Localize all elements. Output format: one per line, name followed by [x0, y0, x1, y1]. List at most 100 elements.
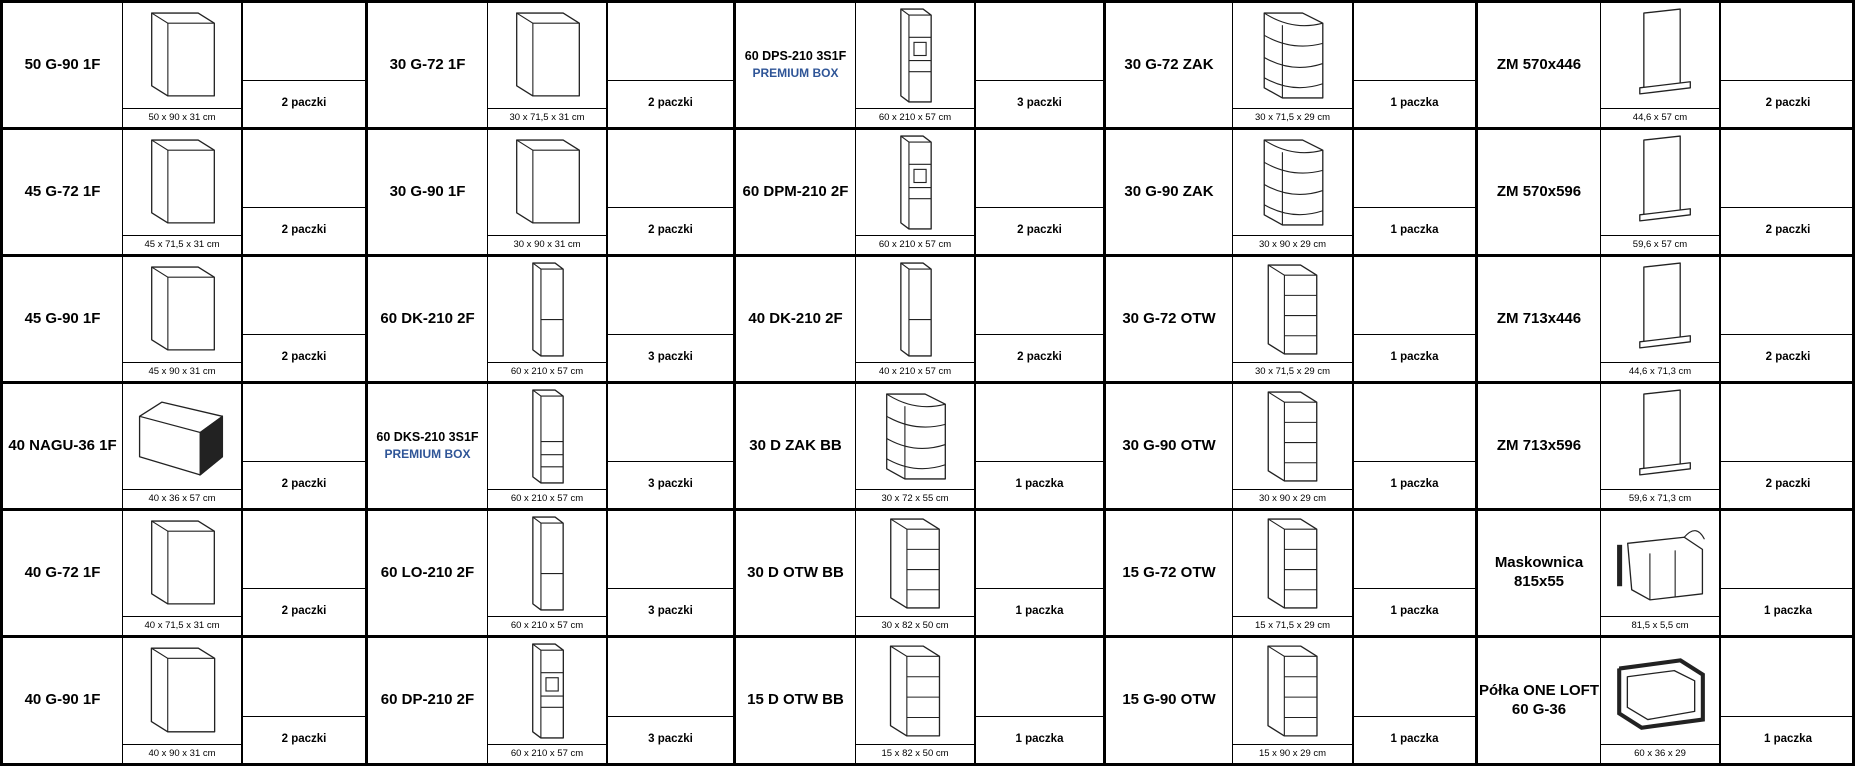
product-image-cell: 30 x 71,5 x 31 cm — [487, 3, 607, 127]
product-image-cell: 60 x 210 x 57 cm — [487, 384, 607, 508]
row-divider — [0, 127, 1855, 130]
package-count-cell: 2 paczki — [1720, 3, 1855, 127]
product-dimensions: 60 x 210 x 57 cm — [488, 489, 606, 508]
package-count-cell: 1 paczka — [1353, 130, 1475, 254]
row-divider — [0, 381, 1855, 384]
package-count: 2 paczki — [281, 605, 327, 617]
product-image-cell: 15 x 82 x 50 cm — [855, 638, 975, 763]
open-shelf-icon — [856, 513, 976, 614]
product-name-cell: 30 G-72 OTW — [1106, 257, 1232, 381]
package-count: 2 paczki — [1017, 351, 1062, 363]
package-divider — [1721, 80, 1855, 81]
row-divider — [0, 508, 1855, 511]
product-dimensions: 40 x 90 x 31 cm — [123, 744, 241, 763]
package-divider — [1354, 334, 1475, 335]
package-count-cell: 2 paczki — [975, 130, 1103, 254]
package-count-cell: 2 paczki — [242, 638, 365, 763]
product-name: 15 G-90 OTW — [1122, 691, 1216, 709]
product-name: Półka ONE LOFT — [1478, 681, 1599, 699]
product-dimensions: 40 x 210 x 57 cm — [856, 362, 974, 381]
product-dimensions: 15 x 82 x 50 cm — [856, 744, 974, 763]
product-dimensions: 30 x 82 x 50 cm — [856, 616, 974, 635]
product-image-cell: 45 x 71,5 x 31 cm — [122, 130, 242, 254]
open-shelf-icon — [1233, 386, 1354, 487]
wall-cabinet-icon — [123, 5, 243, 106]
product-name-cell: 45 G-72 1F — [3, 130, 122, 254]
dishwasher-panel-icon — [1601, 386, 1721, 487]
package-count-cell: 2 paczki — [242, 3, 365, 127]
group-divider — [1475, 0, 1478, 766]
product-name: Maskownica — [1494, 554, 1584, 572]
product-dimensions: 45 x 90 x 31 cm — [123, 362, 241, 381]
premium-box-label: PREMIUM BOX — [752, 65, 839, 80]
package-count-cell: 3 paczki — [607, 511, 733, 635]
product-image-cell: 30 x 90 x 29 cm — [1232, 130, 1353, 254]
package-count: 3 paczki — [648, 478, 693, 490]
product-name: 45 G-72 1F — [24, 182, 101, 200]
product-image-cell: 44,6 x 71,3 cm — [1600, 257, 1720, 381]
product-image-cell: 60 x 210 x 57 cm — [487, 511, 607, 635]
cover-strip-icon — [1601, 513, 1721, 614]
product-image-cell: 30 x 71,5 x 29 cm — [1232, 3, 1353, 127]
package-count: 2 paczki — [1765, 97, 1811, 109]
package-count: 2 paczki — [1765, 224, 1811, 236]
product-dimensions: 30 x 90 x 29 cm — [1233, 489, 1352, 508]
package-count: 2 paczki — [281, 733, 327, 745]
product-name-cell: 60 DPM-210 2F — [736, 130, 855, 254]
package-count-cell: 3 paczki — [607, 638, 733, 763]
wall-cabinet-icon — [488, 132, 608, 233]
product-dimensions: 15 x 90 x 29 cm — [1233, 744, 1352, 763]
package-count-cell: 1 paczka — [1353, 638, 1475, 763]
product-image-cell: 40 x 71,5 x 31 cm — [122, 511, 242, 635]
product-image-cell: 60 x 210 x 57 cm — [487, 257, 607, 381]
package-count-cell: 1 paczka — [1720, 511, 1855, 635]
row-divider — [0, 763, 1855, 766]
premium-box-label: PREMIUM BOX — [384, 446, 471, 461]
product-name: 30 G-90 OTW — [1122, 436, 1216, 454]
product-image-cell: 44,6 x 57 cm — [1600, 3, 1720, 127]
product-name: 30 G-72 1F — [389, 55, 466, 73]
product-dimensions: 30 x 71,5 x 29 cm — [1233, 362, 1352, 381]
product-name-cell: 40 G-90 1F — [3, 638, 122, 763]
open-shelf-icon — [1233, 513, 1354, 614]
product-image-cell: 40 x 210 x 57 cm — [855, 257, 975, 381]
package-count-cell: 2 paczki — [242, 384, 365, 508]
corner-shelf-icon — [1233, 5, 1354, 106]
package-divider — [243, 334, 365, 335]
package-count: 1 paczka — [1390, 97, 1439, 109]
package-count-cell: 2 paczki — [1720, 130, 1855, 254]
product-dimensions: 59,6 x 71,3 cm — [1601, 489, 1719, 508]
group-divider — [0, 0, 3, 766]
product-dimensions: 30 x 71,5 x 29 cm — [1233, 108, 1352, 127]
row-divider — [0, 635, 1855, 638]
package-count-cell: 3 paczki — [975, 3, 1103, 127]
wall-cabinet-icon — [123, 132, 243, 233]
package-divider — [243, 207, 365, 208]
package-count: 1 paczka — [1015, 478, 1064, 490]
open-shelf-icon — [1233, 640, 1354, 742]
product-name: ZM 570x446 — [1496, 55, 1582, 73]
product-name: 60 DPM-210 2F — [742, 182, 849, 200]
package-divider — [976, 80, 1103, 81]
package-count-cell: 1 paczka — [975, 384, 1103, 508]
package-count-cell: 1 paczka — [1353, 384, 1475, 508]
group-divider — [1852, 0, 1855, 766]
package-divider — [1721, 334, 1855, 335]
product-name: 30 G-90 ZAK — [1124, 182, 1214, 200]
product-dimensions: 60 x 210 x 57 cm — [488, 362, 606, 381]
product-name: 30 G-72 OTW — [1122, 309, 1216, 327]
package-count: 1 paczka — [1390, 478, 1439, 490]
package-divider — [1354, 207, 1475, 208]
product-dimensions: 44,6 x 57 cm — [1601, 108, 1719, 127]
product-name-cell: 50 G-90 1F — [3, 3, 122, 127]
package-count: 2 paczki — [1765, 351, 1811, 363]
package-divider — [243, 588, 365, 589]
package-count: 1 paczka — [1015, 605, 1064, 617]
product-image-cell: 40 x 90 x 31 cm — [122, 638, 242, 763]
group-divider — [1103, 0, 1106, 766]
product-dimensions: 60 x 210 x 57 cm — [856, 108, 974, 127]
product-dimensions: 44,6 x 71,3 cm — [1601, 362, 1719, 381]
package-count: 3 paczki — [648, 351, 693, 363]
